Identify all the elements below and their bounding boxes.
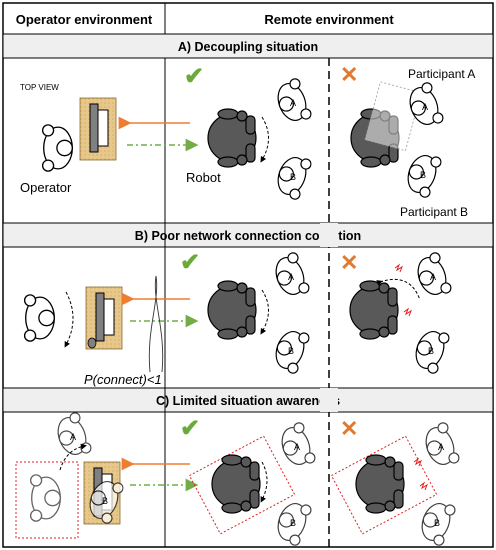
ghost-desk-a — [364, 81, 422, 152]
participant-a-letter-b1: A — [288, 272, 294, 282]
operator-desk-a — [79, 97, 117, 161]
ghost-a-letter-c: A — [70, 432, 76, 442]
ghost-b-letter-c: B — [102, 496, 108, 506]
participant-a-letter-a2: A — [422, 102, 428, 112]
check-mark-a: ✔ — [184, 63, 204, 90]
robot-label: Robot — [186, 170, 221, 185]
check-mark-c: ✔ — [180, 415, 200, 442]
participant-b-letter-c2: B — [434, 518, 440, 528]
participant-a-letter-a1: A — [290, 98, 296, 108]
participant-a-letter-c1: A — [294, 442, 300, 452]
robot-c2 — [355, 454, 405, 514]
operator-person-c — [29, 474, 61, 522]
participant-a-letter-c2: A — [438, 442, 444, 452]
robot-b — [207, 280, 257, 340]
cross-mark-a: ✕ — [340, 62, 358, 87]
section-band-b — [2, 222, 494, 248]
red-zigzag-c2 — [419, 481, 429, 491]
rotation-arrow-b — [260, 289, 269, 335]
participant-a-letter-b2: A — [430, 272, 436, 282]
section-band-a — [2, 33, 494, 59]
cross-mark-c: ✕ — [340, 416, 358, 441]
participant-b-letter-a1: B — [290, 172, 296, 182]
rotation-arrow-op-c — [59, 443, 87, 471]
rotation-arrow-c — [260, 461, 268, 503]
participant-b-letter-a2: B — [420, 170, 426, 180]
robot-c — [211, 454, 261, 514]
participant-a-label: Participant A — [408, 67, 475, 81]
header-remote: Remote environment — [264, 12, 394, 27]
section-title-a: A) Decoupling situation — [178, 40, 318, 54]
participant-b-letter-c1: B — [290, 518, 296, 528]
operator-person-b — [23, 294, 55, 342]
red-zigzag-c1 — [413, 457, 423, 467]
rotation-arrow-a — [260, 116, 269, 163]
red-zigzag-b2 — [403, 307, 413, 317]
participant-b-letter-b1: B — [288, 346, 294, 356]
operator-label: Operator — [20, 180, 72, 195]
rotation-arrow-b2 — [376, 278, 421, 301]
participant-b-letter-b2: B — [428, 346, 434, 356]
fov-box-op-c — [15, 461, 79, 539]
robot-a — [207, 108, 257, 168]
check-mark-b: ✔ — [180, 249, 200, 276]
cross-mark-b: ✕ — [340, 250, 358, 275]
top-view-label: TOP VIEW — [20, 83, 59, 92]
red-zigzag-b1 — [394, 263, 404, 273]
section-title-b: B) Poor network connection condition — [135, 229, 361, 243]
robot-b2 — [349, 280, 399, 340]
header-operator: Operator environment — [16, 12, 153, 27]
operator-person-a — [41, 124, 73, 172]
signal-loop-b — [148, 275, 164, 373]
rotation-arrow-op-b — [64, 291, 74, 348]
fov-box-c2 — [330, 435, 438, 535]
participant-b-label: Participant B — [400, 205, 468, 219]
connect-prob-label: P(connect)<1 — [84, 372, 162, 387]
section-band-c — [2, 387, 494, 413]
section-title-c: C) Limited situation awareness — [156, 394, 340, 408]
